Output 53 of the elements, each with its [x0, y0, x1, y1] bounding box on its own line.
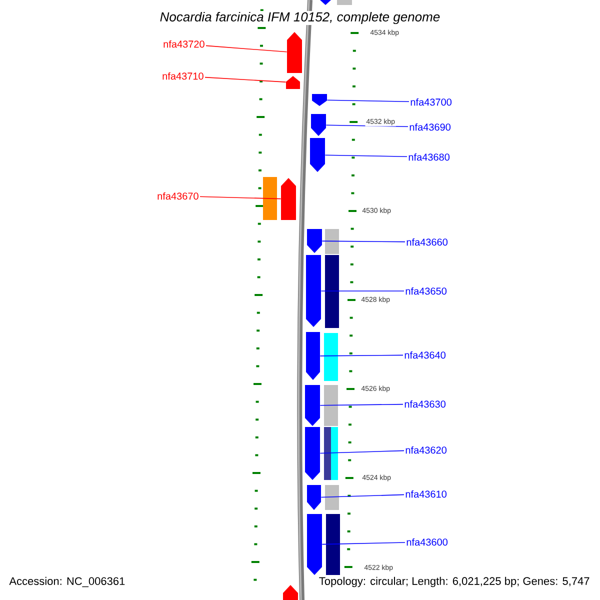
category-bar	[337, 0, 352, 5]
category-bar	[325, 485, 339, 510]
footer-text: Accession: NC_006361	[9, 576, 125, 588]
gene-label: nfa43620	[406, 446, 447, 454]
title: Nocardia farcinica IFM 10152, complete genome	[158, 10, 442, 26]
gene-label: nfa43660	[406, 238, 448, 246]
gene-label: nfa43630	[404, 400, 446, 408]
leader-line	[322, 542, 406, 545]
gene-block	[287, 32, 302, 73]
gene-block	[307, 514, 322, 575]
gene-label: nfa43710	[162, 72, 204, 80]
gene-label: nfa43640	[404, 351, 446, 359]
gene-block	[318, 0, 333, 5]
gene-block	[310, 138, 325, 172]
gene-block	[312, 94, 327, 106]
gene-label: nfa43690	[410, 123, 451, 131]
gene-block	[311, 114, 326, 136]
gene-block	[306, 255, 321, 327]
category-bar	[324, 385, 338, 426]
category-bar	[324, 427, 331, 480]
leader-line	[320, 290, 404, 292]
gene-block	[307, 229, 322, 253]
gene-block	[307, 485, 321, 510]
gene-label: nfa43670	[158, 192, 198, 200]
gene-label: nfa43720	[164, 40, 204, 48]
gene-block	[281, 178, 296, 220]
leader-line	[322, 240, 406, 242]
leader-line	[320, 450, 404, 454]
leader-line	[200, 196, 282, 200]
category-bar	[331, 427, 338, 480]
category-bar	[324, 333, 338, 381]
leader-line	[320, 354, 404, 356]
gene-label: nfa43700	[410, 98, 452, 106]
gene-block	[305, 385, 320, 426]
leader-line	[206, 45, 288, 52]
gene-label: nfa43650	[406, 287, 447, 295]
gene-label: nfa43680	[408, 153, 450, 161]
category-bar	[325, 255, 339, 328]
category-bar	[263, 177, 277, 220]
gene-block	[306, 332, 320, 380]
category-bar	[325, 229, 339, 254]
footer-text: Topology: circular; Length: 6,021,225 bp; Genes: 5,747	[318, 576, 591, 588]
gene-label: nfa43610	[406, 490, 447, 498]
leader-line	[324, 154, 408, 158]
leader-line	[204, 76, 286, 82]
gene-block	[283, 585, 298, 600]
leader-line	[326, 100, 410, 102]
gene-block	[305, 427, 320, 480]
leader-line	[320, 494, 404, 498]
gene-label: nfa43600	[406, 538, 448, 546]
category-bar	[326, 514, 340, 575]
leader-line	[320, 404, 404, 406]
gene-block	[286, 76, 300, 89]
